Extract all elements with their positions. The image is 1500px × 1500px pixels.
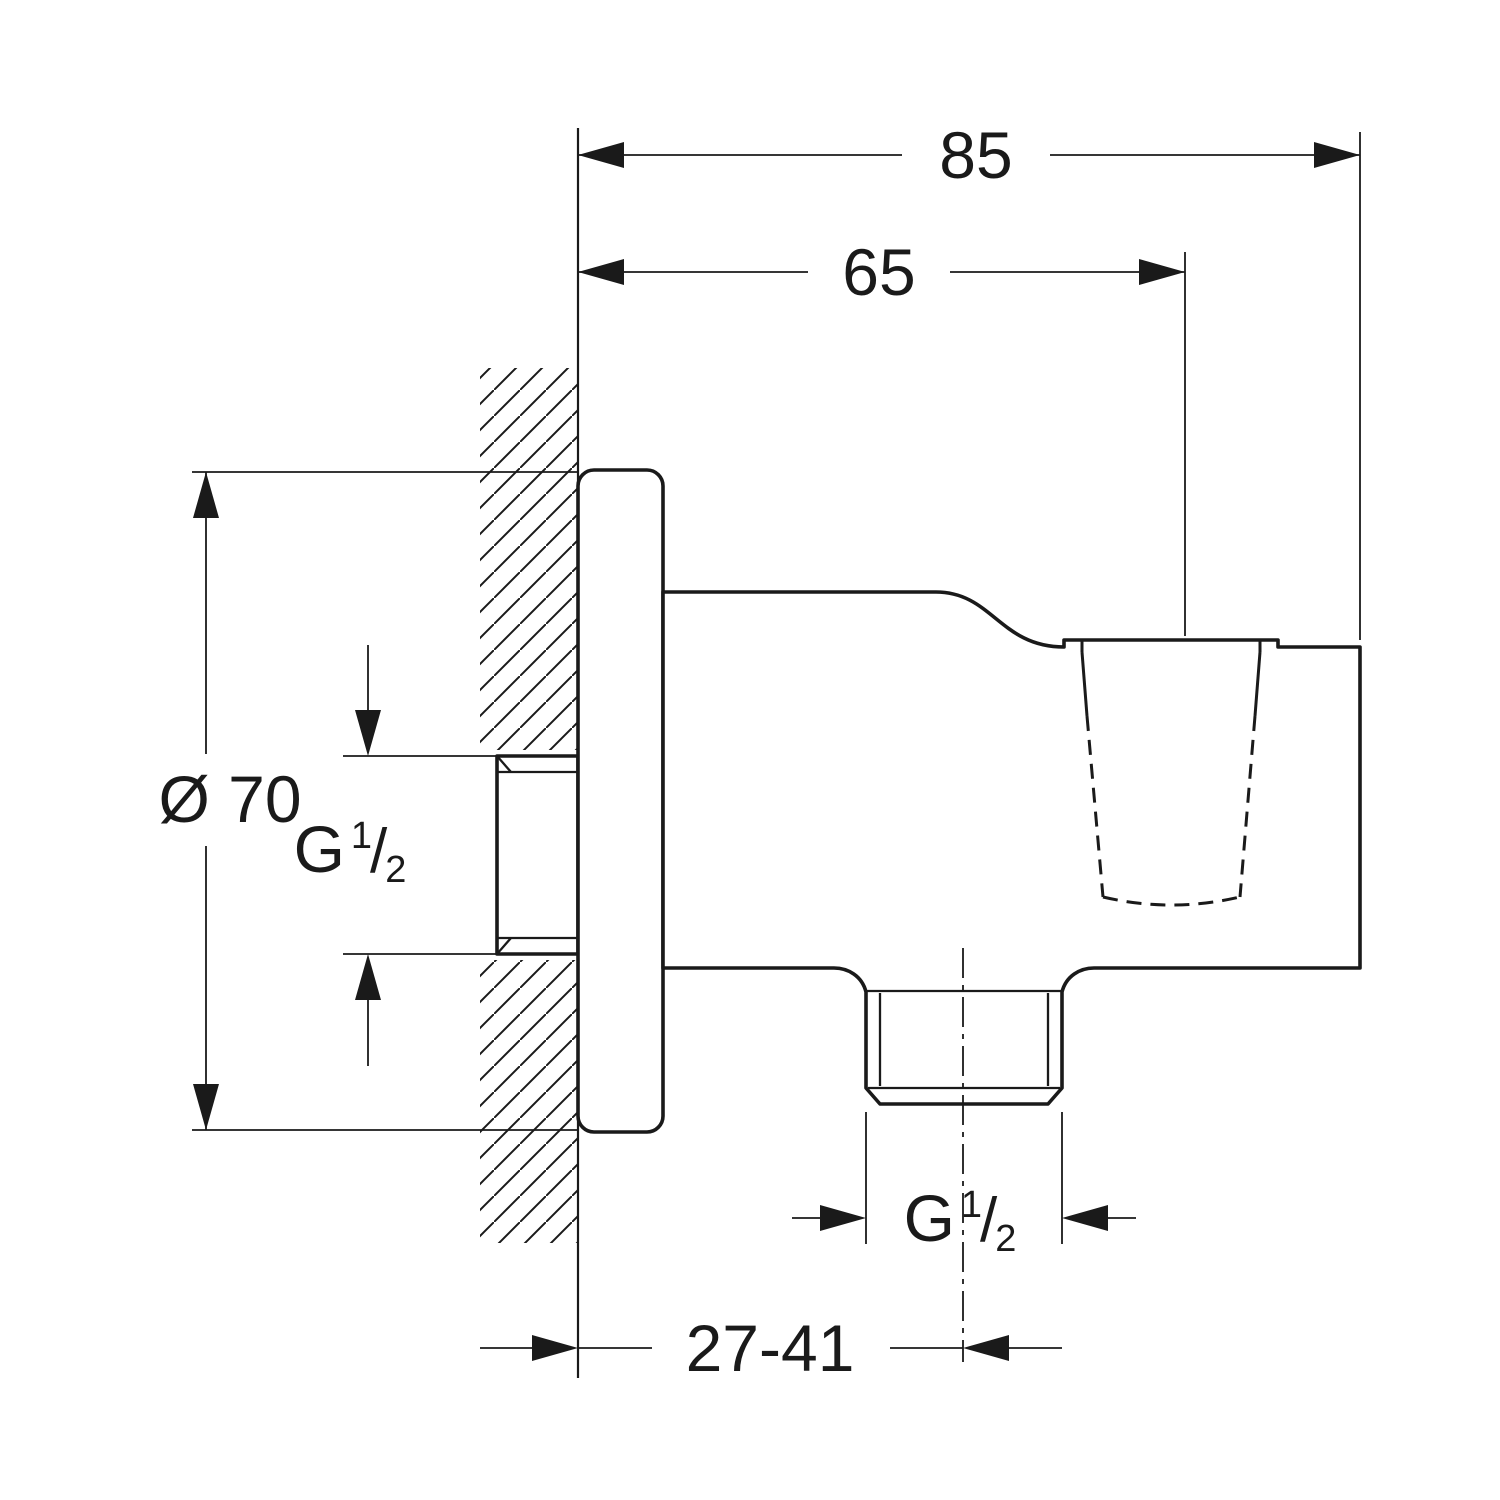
cone-side-left-hidden: [1085, 715, 1105, 898]
handshower-holder-cone: [1080, 640, 1262, 907]
wall-section: [480, 128, 580, 1378]
arrowhead-left: [578, 259, 624, 285]
wall-thread-chamfer-bottom: [496, 937, 512, 955]
dimension-overall-width: 85: [578, 118, 1361, 640]
thread-label-slash: /: [370, 817, 388, 886]
arrowhead-up: [355, 954, 381, 1000]
wall-thread: [495, 754, 580, 956]
arrowhead-left: [578, 142, 624, 168]
dimension-label-depth: 27-41: [686, 1311, 855, 1385]
dimension-label-dia70: Ø 70: [158, 762, 301, 836]
thread-label-slash: /: [980, 1186, 998, 1255]
thread-label-letter: G: [904, 1181, 955, 1255]
cone-side-right: [1253, 651, 1262, 717]
escutcheon-flange: [576, 468, 665, 1134]
body-outline: [661, 590, 1362, 1106]
wall-thread-chamfer-top: [496, 755, 512, 773]
wall-hatching-upper: [480, 368, 578, 750]
cone-bottom-hidden: [1102, 895, 1241, 907]
thread-label-letter: G: [294, 812, 345, 886]
arrowhead-left-pointing: [963, 1335, 1009, 1361]
shower-outlet-fitting: [495, 468, 1362, 1362]
thread-label-denominator: 2: [385, 849, 406, 891]
arrowhead-right-pointing: [532, 1335, 578, 1361]
dimension-label-85: 85: [939, 118, 1012, 192]
arrowhead-right-pointing: [820, 1205, 866, 1231]
cone-side-left: [1080, 651, 1089, 717]
arrowhead-right: [1314, 142, 1360, 168]
wall-hatching-lower: [480, 960, 578, 1243]
arrowhead-right: [1139, 259, 1185, 285]
arrowhead-top: [193, 472, 219, 518]
wall-thread-body: [495, 754, 580, 956]
dimension-flange-diameter: Ø 70: [158, 471, 578, 1131]
arrowhead-down: [355, 710, 381, 756]
arrowhead-left-pointing: [1062, 1205, 1108, 1231]
dimension-mounting-depth: 27-41: [480, 1311, 1062, 1385]
arrowhead-bottom: [193, 1084, 219, 1130]
thread-label-numerator: 1: [351, 815, 372, 857]
cone-side-right-hidden: [1238, 715, 1257, 898]
dimension-label-65: 65: [842, 235, 915, 309]
thread-label-denominator: 2: [995, 1218, 1016, 1260]
thread-label-numerator: 1: [961, 1184, 982, 1226]
dimension-holder-offset: 65: [578, 235, 1186, 636]
